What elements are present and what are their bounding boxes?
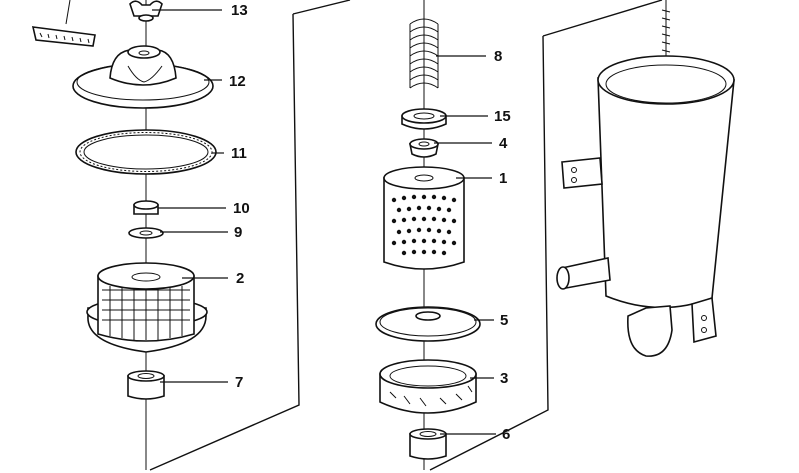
callout-5: 5: [500, 312, 508, 329]
part-1-cartridge: [383, 166, 465, 270]
part-12-cover: [72, 45, 214, 109]
group-callouts: 13 12 11 10 9 2 7 8 15 4 1 5 3 6: [229, 2, 511, 443]
part-15-seal: [401, 108, 447, 130]
group-frames: [149, 0, 663, 471]
scale-fragment: [31, 0, 96, 47]
callout-9: 9: [234, 224, 242, 241]
part-2-filter-element: [86, 262, 208, 353]
frame-right-panel: [429, 0, 663, 471]
group-canister-housing: [556, 0, 735, 357]
part-4-cap: [409, 138, 439, 158]
callout-15: 15: [494, 108, 511, 125]
part-8-spring: [409, 18, 439, 89]
part-13-wing-nut: [129, 0, 163, 22]
group-leaders: [152, 9, 496, 435]
part-11-gasket: [75, 129, 217, 175]
callout-8: 8: [494, 48, 502, 65]
callout-12: 12: [229, 73, 246, 90]
callout-10: 10: [233, 200, 250, 217]
callout-3: 3: [500, 370, 508, 387]
frame-left-panel: [149, 0, 351, 471]
callout-1: 1: [499, 170, 507, 187]
callout-13: 13: [231, 2, 248, 19]
callout-6: 6: [502, 426, 510, 443]
callout-4: 4: [499, 135, 508, 152]
callout-11: 11: [231, 145, 247, 162]
part-9-washer: [128, 227, 164, 239]
callout-7: 7: [235, 374, 243, 391]
part-7-bushing: [127, 370, 165, 400]
part-5-plate: [375, 306, 481, 342]
part-10-nut: [133, 200, 159, 215]
group-middle-assembly: [375, 0, 481, 470]
callout-2: 2: [236, 270, 244, 287]
group-left-assembly: [31, 0, 217, 470]
cartridge-perforations: [391, 194, 457, 256]
part-3-ring: [379, 359, 477, 414]
part-6-bushing: [409, 428, 447, 460]
